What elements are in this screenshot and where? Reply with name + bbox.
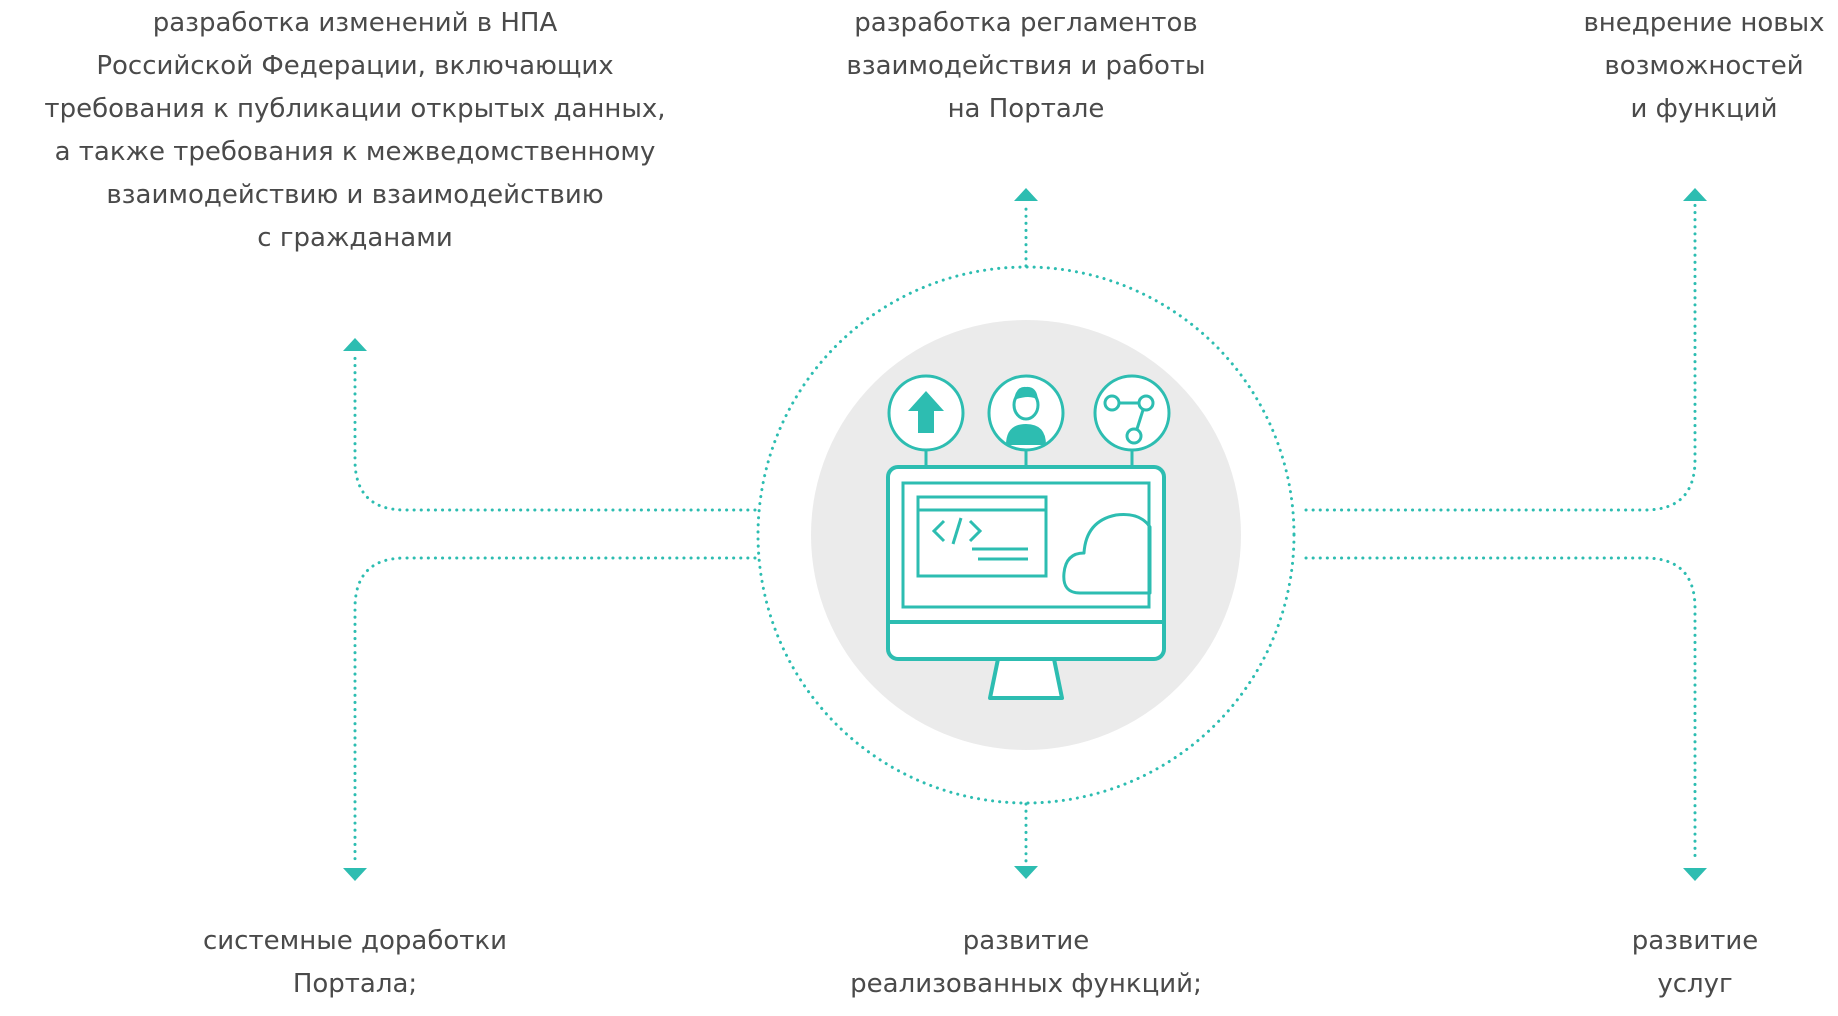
- label-line: услуг: [1657, 969, 1733, 999]
- user-icon: [987, 374, 1065, 452]
- label-line: возможностей: [1604, 51, 1804, 81]
- label-line: взаимодействия и работы: [846, 51, 1206, 81]
- share-nodes-icon: [1093, 374, 1171, 452]
- label-line: развитие: [962, 926, 1090, 956]
- label-top-right: внедрение новых возможностей и функций: [1583, 2, 1824, 131]
- arrow-down-left: [343, 868, 367, 881]
- cloud-icon: [1062, 513, 1152, 595]
- upload-arrow-icon: [887, 374, 965, 452]
- label-line: разработка регламентов: [854, 8, 1198, 38]
- label-bottom-center: развитие реализованных функций;: [850, 920, 1202, 1006]
- label-line: системные доработки: [202, 926, 508, 956]
- label-line: внедрение новых: [1583, 8, 1825, 38]
- label-line: а также требования к межведомственному: [54, 137, 656, 167]
- label-line: реализованных функций;: [850, 969, 1202, 999]
- label-bottom-right: развитие услуг: [1632, 920, 1759, 1006]
- label-line: с гражданами: [257, 223, 453, 253]
- label-line: требования к публикации открытых данных,: [44, 94, 666, 124]
- connector-bottom-left: [353, 556, 757, 862]
- label-line: развитие: [1631, 926, 1759, 956]
- label-line: на Портале: [947, 94, 1105, 124]
- arrow-down-right: [1683, 868, 1707, 881]
- connector-top-right: [1304, 203, 1697, 512]
- label-line: разработка изменений в НПА: [152, 8, 558, 38]
- label-bottom-left: системные доработки Портала;: [203, 920, 507, 1006]
- connector-bottom-right: [1304, 556, 1697, 862]
- label-top-center: разработка регламентов взаимодействия и …: [846, 2, 1205, 131]
- label-line: Портала;: [292, 969, 418, 999]
- arrow-up-center: [1014, 188, 1038, 201]
- connector-top-left: [353, 353, 757, 512]
- label-line: Российской Федерации, включающих: [96, 51, 614, 81]
- arrow-up-right: [1683, 188, 1707, 201]
- label-top-left: разработка изменений в НПА Российской Фе…: [44, 2, 665, 260]
- arrow-up-left: [343, 338, 367, 351]
- arrow-down-center: [1014, 866, 1038, 879]
- code-icon: [916, 495, 1048, 578]
- label-line: взаимодействию и взаимодействию: [106, 180, 604, 210]
- monitor-icon: [886, 465, 1166, 700]
- label-line: и функций: [1630, 94, 1778, 124]
